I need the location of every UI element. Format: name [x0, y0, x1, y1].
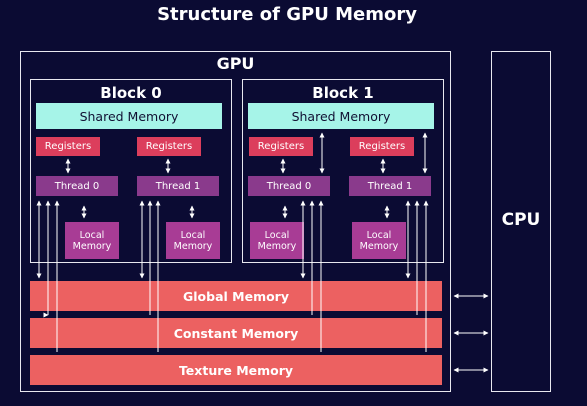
gpu-label: GPU [216, 54, 255, 73]
block-1-thread-1: Thread 1 [349, 176, 431, 196]
block-1-thread-0-local-memory: Local Memory [250, 222, 304, 259]
constant-memory: Constant Memory [30, 318, 442, 348]
block-1-thread-0: Thread 0 [248, 176, 330, 196]
block-0-title: Block 0 [100, 84, 162, 102]
block-0-thread-0-local-memory: Local Memory [65, 222, 119, 259]
block-0-thread-0-registers: Registers [36, 137, 100, 156]
block-0 [30, 79, 232, 263]
block-0-thread-1-registers: Registers [137, 137, 201, 156]
block-0-shared-memory: Shared Memory [36, 103, 222, 129]
block-0-thread-1: Thread 1 [137, 176, 219, 196]
block-1-thread-1-local-memory: Local Memory [352, 222, 406, 259]
global-memory: Global Memory [30, 281, 442, 311]
block-0-thread-0: Thread 0 [36, 176, 118, 196]
block-1-shared-memory: Shared Memory [248, 103, 434, 129]
texture-memory: Texture Memory [30, 355, 442, 385]
block-1-thread-0-registers: Registers [249, 137, 313, 156]
block-0-thread-1-local-memory: Local Memory [166, 222, 220, 259]
block-1-thread-1-registers: Registers [350, 137, 414, 156]
gpu-container [20, 51, 451, 392]
block-1-title: Block 1 [312, 84, 374, 102]
cpu-label: CPU [501, 210, 541, 230]
diagram-title: Structure of GPU Memory [157, 4, 417, 25]
block-1 [242, 79, 444, 263]
cpu-container [491, 51, 551, 392]
